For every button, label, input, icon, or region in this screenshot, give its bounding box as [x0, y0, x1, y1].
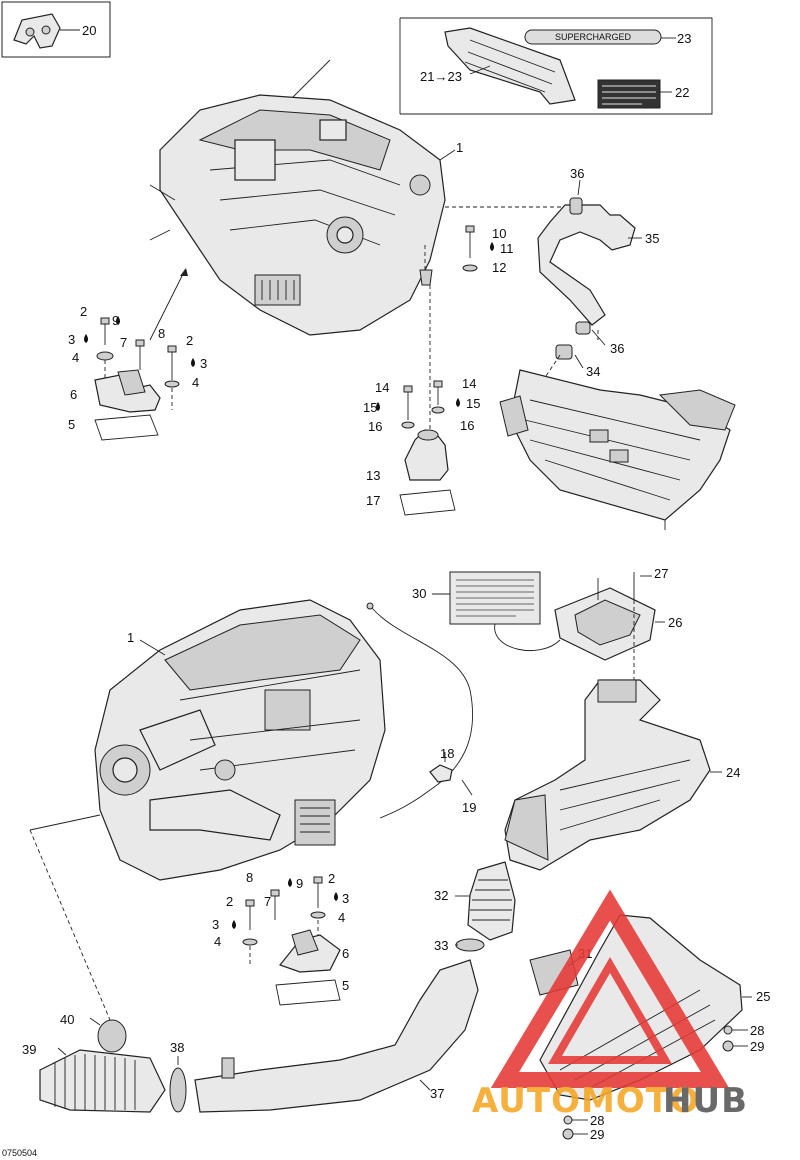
drawing-code: 0750504 [2, 1148, 37, 1158]
label-34: 34 [586, 364, 600, 379]
supercharged-decal [524, 29, 662, 45]
inset-box-decals [400, 17, 713, 115]
label-11: 11 [500, 241, 514, 256]
label-1-upper: 1 [456, 140, 463, 155]
label-2-a: 2 [80, 304, 87, 319]
label-4-b: 4 [192, 375, 199, 390]
label-14-b: 14 [462, 376, 476, 391]
label-9-b: 9 [296, 876, 303, 891]
label-7-b: 7 [264, 894, 271, 909]
label-29-b: 29 [590, 1127, 604, 1142]
retainer-clip-part-20 [13, 13, 61, 49]
label-3-b: 3 [200, 356, 207, 371]
clamp-part-33 [455, 938, 485, 952]
automotohub-watermark: AUTOMOTO HUB [472, 889, 748, 1121]
label-35: 35 [645, 231, 659, 246]
label-9-a: 9 [112, 313, 119, 328]
label-29-a: 29 [750, 1039, 764, 1054]
clamp-part-40 [97, 1019, 127, 1053]
inset-box-part-20 [1, 1, 111, 58]
label-25: 25 [756, 989, 770, 1004]
label-30: 30 [412, 586, 426, 601]
adhesive-drop-icons [84, 242, 494, 929]
label-40: 40 [60, 1012, 74, 1027]
label-6-a: 6 [70, 387, 77, 402]
air-intake-silencer-lower [504, 679, 722, 871]
label-2-c: 2 [328, 871, 335, 886]
label-8-a: 8 [158, 326, 165, 341]
label-20: 20 [82, 23, 96, 38]
clamp-part-36-upper [569, 197, 583, 215]
label-28-a: 28 [750, 1023, 764, 1038]
intake-hose-part-37 [194, 959, 479, 1113]
label-24: 24 [726, 765, 740, 780]
clamp-part-38 [169, 1067, 187, 1113]
label-3-a: 3 [68, 332, 75, 347]
engine-mount-left-upper [94, 317, 180, 441]
bellows-part-39 [39, 1049, 166, 1113]
label-4-c: 4 [338, 910, 345, 925]
decal-text: SUPERCHARGED [555, 32, 632, 42]
label-26: 26 [668, 615, 682, 630]
engine-mount-left-lower [242, 876, 341, 1006]
label-16-a: 16 [368, 419, 382, 434]
label-36-upper: 36 [570, 166, 584, 181]
label-2-d: 2 [226, 894, 233, 909]
label-4-d: 4 [214, 934, 221, 949]
label-23: 23 [677, 31, 691, 46]
dipstick-tube-part-19 [371, 607, 474, 819]
label-1-lower: 1 [127, 630, 134, 645]
supercharger-cover [444, 27, 576, 105]
engine-upper [149, 94, 446, 336]
air-intake-silencer-upper [499, 369, 736, 530]
watermark-triangle-logo [490, 889, 730, 1088]
label-5-a: 5 [68, 417, 75, 432]
label-38: 38 [170, 1040, 184, 1055]
label-12: 12 [492, 260, 506, 275]
label-32: 32 [434, 888, 448, 903]
clamp-part-36-lower [575, 321, 591, 335]
label-37: 37 [430, 1086, 444, 1101]
label-36-lower: 36 [610, 341, 624, 356]
label-5-b: 5 [342, 978, 349, 993]
label-39: 39 [22, 1042, 36, 1057]
watermark-text-part1: AUTOMOTO [472, 1081, 700, 1121]
label-15-b: 15 [466, 396, 480, 411]
engine-lower [94, 599, 386, 881]
label-27: 27 [654, 566, 668, 581]
label-21-23: 21→23 [420, 69, 462, 84]
label-8-b: 8 [246, 870, 253, 885]
label-3-c: 3 [342, 891, 349, 906]
label-3-d: 3 [212, 917, 219, 932]
part-number-labels: 20 23 21→23 22 1 36 10 11 35 12 2 9 8 3 … [2, 23, 770, 1158]
label-33: 33 [434, 938, 448, 953]
watermark-triangle-inner [548, 957, 672, 1064]
label-13: 13 [366, 468, 380, 483]
hose-part-32 [467, 861, 516, 941]
label-7-a: 7 [120, 335, 127, 350]
label-18: 18 [440, 746, 454, 761]
o-ring-part-18 [429, 764, 453, 783]
label-10: 10 [492, 226, 506, 241]
label-19: 19 [462, 800, 476, 815]
label-28-b: 28 [590, 1113, 604, 1128]
label-16-b: 16 [460, 418, 474, 433]
hose-part-35 [537, 204, 636, 326]
label-17: 17 [366, 493, 380, 508]
watermark-text-part2: HUB [663, 1081, 748, 1121]
label-4-a: 4 [72, 350, 79, 365]
engine-mount-center [399, 225, 478, 516]
label-14-a: 14 [375, 380, 389, 395]
label-6-b: 6 [342, 946, 349, 961]
label-22: 22 [675, 85, 689, 100]
label-15-a: 15 [363, 400, 377, 415]
label-2-b: 2 [186, 333, 193, 348]
